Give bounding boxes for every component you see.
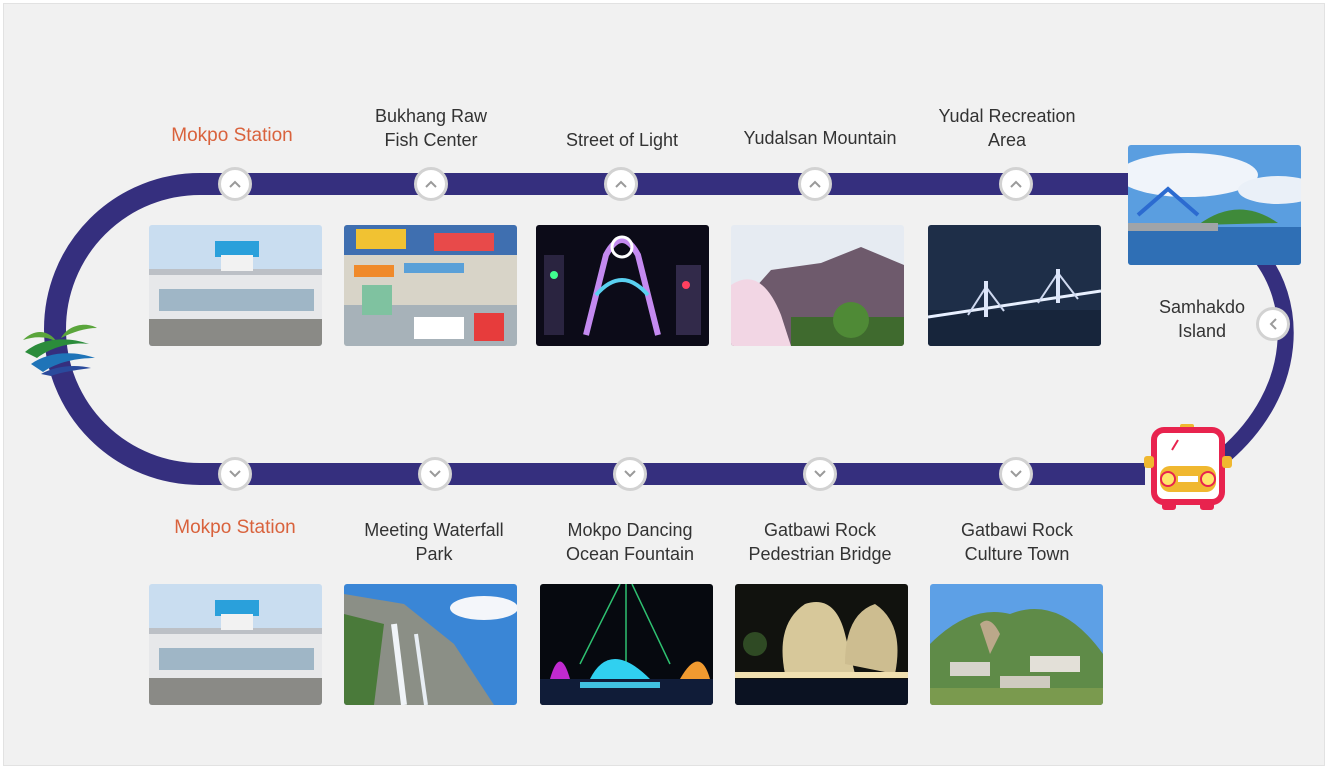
top-stop-3-button[interactable] [604, 167, 638, 201]
chevron-down-icon [229, 470, 241, 478]
bottom-stop-2-label-text: Meeting Waterfall Park [364, 520, 504, 564]
bottom-stop-4-label: Gatbawi Rock Pedestrian Bridge [725, 518, 915, 566]
culture-town-photo[interactable] [930, 584, 1103, 705]
meeting-waterfall-park-photo[interactable] [344, 584, 517, 705]
top-stop-2-label: Bukhang Raw Fish Center [336, 104, 526, 152]
bottom-stop-5-label: Gatbawi Rock Culture Town [922, 518, 1112, 566]
chevron-up-icon [809, 180, 821, 188]
top-stop-1-button[interactable] [218, 167, 252, 201]
top-stop-2-button[interactable] [414, 167, 448, 201]
dancing-fountain-photo[interactable] [540, 584, 713, 705]
bottom-stop-4-label-text: Gatbawi Rock Pedestrian Bridge [748, 520, 892, 564]
top-stop-5-label-text: Yudal Recreation Area [938, 106, 1076, 150]
top-stop-4-button[interactable] [798, 167, 832, 201]
top-stop-5-label: Yudal Recreation Area [912, 104, 1102, 152]
bottom-stop-4-button[interactable] [803, 457, 837, 491]
samhakdo-island-photo[interactable] [1128, 145, 1301, 265]
top-stop-3-label: Street of Light [565, 130, 679, 150]
top-stop-2-label-text: Bukhang Raw Fish Center [374, 106, 488, 150]
right-stop-label-text: Samhakdo Island [1158, 297, 1246, 341]
yudalsan-mountain-photo[interactable] [731, 225, 904, 346]
bottom-stop-2-label: Meeting Waterfall Park [339, 518, 529, 566]
chevron-up-icon [425, 180, 437, 188]
pedestrian-bridge-photo[interactable] [735, 584, 908, 705]
bottom-stop-1-label: Mokpo Station [174, 517, 296, 538]
yudal-recreation-area-photo[interactable] [928, 225, 1101, 346]
chevron-down-icon [429, 470, 441, 478]
mokpo-station-photo-bottom[interactable] [149, 584, 322, 705]
chevron-down-icon [814, 470, 826, 478]
street-of-light-photo[interactable] [536, 225, 709, 346]
bottom-stop-3-label: Mokpo Dancing Ocean Fountain [535, 518, 725, 566]
mokpo-city-logo [23, 324, 97, 376]
fish-center-photo[interactable] [344, 225, 517, 346]
bottom-stop-3-label-text: Mokpo Dancing Ocean Fountain [565, 520, 695, 564]
bottom-stop-2-button[interactable] [418, 457, 452, 491]
chevron-left-icon [1269, 318, 1277, 330]
chevron-up-icon [615, 180, 627, 188]
right-stop-button[interactable] [1256, 307, 1290, 341]
bottom-stop-5-label-text: Gatbawi Rock Culture Town [960, 520, 1074, 564]
right-stop-label: Samhakdo Island [1142, 295, 1262, 343]
bottom-stop-5-button[interactable] [999, 457, 1033, 491]
chevron-up-icon [229, 180, 241, 188]
chevron-down-icon [1010, 470, 1022, 478]
bottom-stop-3-button[interactable] [613, 457, 647, 491]
top-stop-5-button[interactable] [999, 167, 1033, 201]
bottom-stop-1-button[interactable] [218, 457, 252, 491]
mokpo-station-photo[interactable] [149, 225, 322, 346]
top-stop-4-label: Yudalsan Mountain [743, 128, 897, 148]
chevron-down-icon [624, 470, 636, 478]
top-stop-1-label: Mokpo Station [171, 125, 293, 146]
tour-bus-icon [1144, 424, 1232, 510]
chevron-up-icon [1010, 180, 1022, 188]
